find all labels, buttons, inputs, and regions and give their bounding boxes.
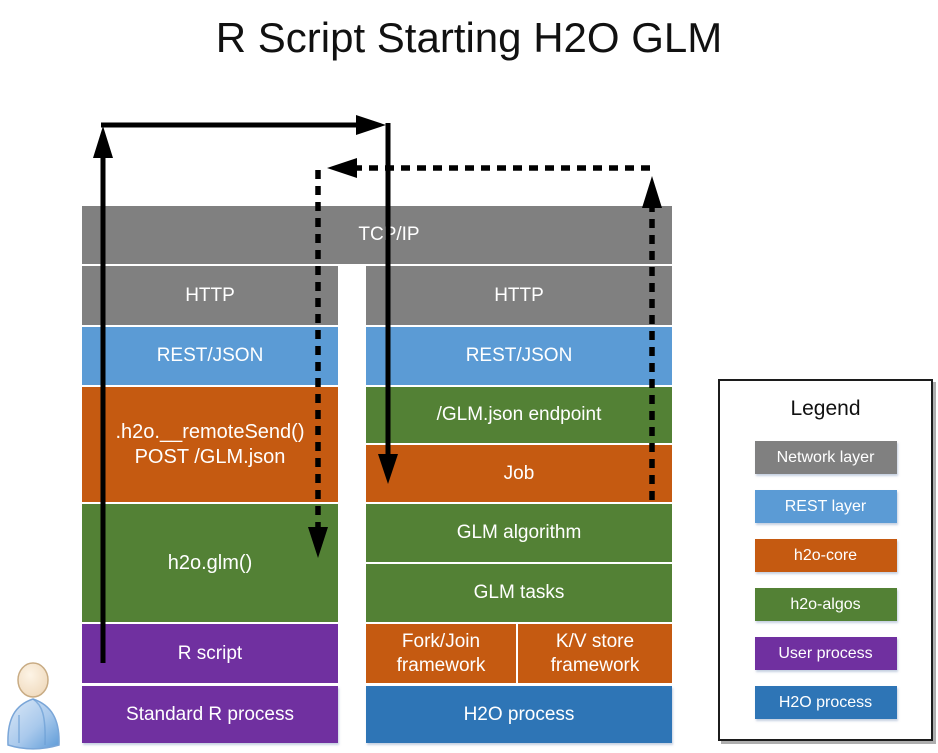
legend-label: REST layer: [784, 497, 867, 515]
glm-json-endpoint-label: /GLM.json endpoint: [436, 404, 602, 426]
legend-title: Legend: [790, 397, 861, 420]
legend-label: h2o-algos: [790, 595, 861, 613]
legend-label: h2o-core: [793, 546, 858, 564]
job-layer: Job: [366, 445, 672, 502]
glm-json-endpoint-layer: /GLM.json endpoint: [366, 387, 672, 443]
legend-items: Network layer REST layer h2o-core h2o-al…: [754, 441, 897, 719]
legend-item-h2o-process: H2O process: [754, 686, 897, 719]
response-up-arrowhead: [642, 176, 662, 208]
left-rest-json-layer: REST/JSON: [82, 327, 338, 385]
kv-store-line2: framework: [550, 654, 640, 676]
left-r-script-layer: R script: [82, 624, 338, 683]
page-title: R Script Starting H2O GLM: [215, 14, 723, 61]
right-http-layer: HTTP: [366, 266, 672, 325]
fork-join-line2: framework: [396, 654, 486, 676]
h2o-process-label: H2O process: [463, 703, 575, 725]
job-label: Job: [503, 462, 535, 484]
left-remote-send-layer: .h2o.__remoteSend() POST /GLM.json: [82, 387, 338, 502]
legend-item-network-layer: Network layer: [754, 441, 897, 474]
legend-item-user-process: User process: [754, 637, 897, 670]
glm-tasks-label: GLM tasks: [473, 582, 565, 604]
glm-tasks-layer: GLM tasks: [366, 564, 672, 622]
glm-algorithm-label: GLM algorithm: [456, 522, 582, 544]
framework-divider: [516, 624, 518, 683]
left-http-label: HTTP: [185, 284, 235, 306]
remote-send-line2: POST /GLM.json: [134, 445, 286, 468]
standard-r-process-label: Standard R process: [126, 703, 294, 725]
legend-item-h2o-algos: h2o-algos: [754, 588, 897, 621]
left-standard-r-process-layer: Standard R process: [82, 686, 338, 743]
framework-layer: Fork/Join framework K/V store framework: [366, 624, 672, 683]
legend-item-h2o-core: h2o-core: [754, 539, 897, 572]
right-rest-label: REST/JSON: [465, 345, 573, 367]
h2o-process-layer: H2O process: [366, 686, 672, 743]
left-h2o-glm-layer: h2o.glm(): [82, 504, 338, 622]
legend-box: Legend Network layer REST layer h2o-core…: [718, 379, 933, 741]
fork-join-framework-cell: Fork/Join framework: [366, 624, 516, 683]
person-icon: [7, 662, 60, 750]
fork-join-line1: Fork/Join: [401, 630, 481, 652]
glm-algorithm-layer: GLM algorithm: [366, 504, 672, 562]
legend-label: User process: [778, 644, 873, 662]
left-http-layer: HTTP: [82, 266, 338, 325]
request-up-arrowhead: [93, 126, 113, 158]
legend-item-rest-layer: REST layer: [754, 490, 897, 523]
legend-label: Network layer: [776, 448, 875, 466]
tcpip-label: TCP/IP: [358, 224, 420, 246]
right-rest-json-layer: REST/JSON: [366, 327, 672, 385]
network-band-tcpip: TCP/IP: [82, 206, 672, 264]
request-right-arrowhead: [356, 115, 386, 135]
h2o-glm-label: h2o.glm(): [167, 551, 253, 574]
r-script-label: R script: [177, 642, 243, 664]
legend-label: H2O process: [778, 693, 873, 711]
left-rest-label: REST/JSON: [156, 345, 264, 367]
response-left-arrowhead: [327, 158, 357, 178]
kv-store-framework-cell: K/V store framework: [518, 624, 672, 683]
kv-store-line1: K/V store: [555, 630, 635, 652]
right-http-label: HTTP: [494, 284, 544, 306]
remote-send-line1: .h2o.__remoteSend(): [115, 420, 305, 443]
